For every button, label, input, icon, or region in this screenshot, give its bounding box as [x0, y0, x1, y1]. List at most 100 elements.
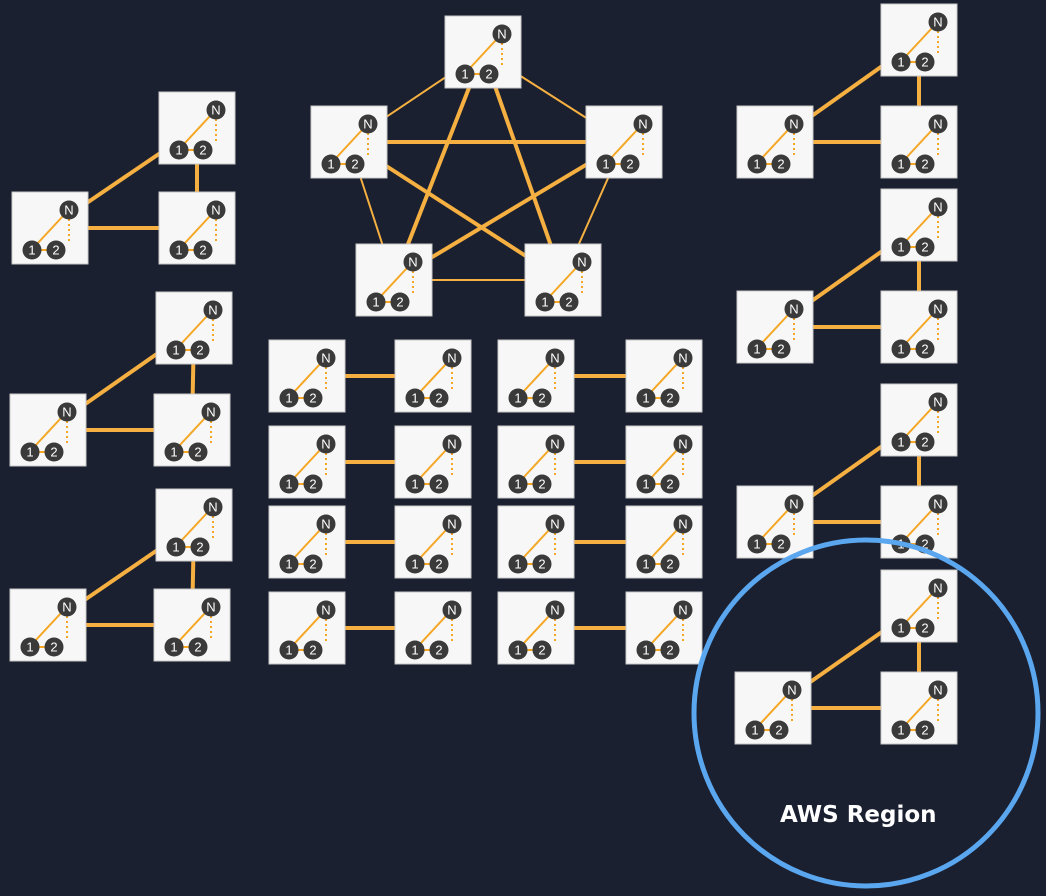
node-circle-n — [633, 114, 653, 134]
link-p1-p3 — [359, 177, 384, 245]
node-circle-1-label: 1 — [642, 391, 649, 406]
node-circle-2 — [915, 52, 935, 72]
node-circle-2-label: 2 — [435, 557, 442, 572]
node-circle-n — [928, 114, 948, 134]
node-circle-2-label: 2 — [921, 240, 928, 255]
node-circle-n — [442, 348, 462, 368]
node-diagonal-link — [178, 612, 206, 642]
node-circle-n — [203, 300, 223, 320]
node-circle-2 — [660, 640, 680, 660]
node-circle-1 — [891, 52, 911, 72]
node-circle-n-label: N — [206, 405, 215, 420]
node-diagonal-link — [293, 529, 321, 559]
node-circle-1-label: 1 — [327, 157, 334, 172]
node-circle-n — [784, 114, 804, 134]
node-circle-n — [442, 600, 462, 620]
link-p0-p3 — [406, 86, 471, 246]
node-circle-n — [358, 114, 378, 134]
node-circle-n — [784, 299, 804, 319]
node-circle-2-label: 2 — [626, 157, 633, 172]
node-circle-n-label: N — [933, 15, 942, 30]
node-circle-n-label: N — [447, 517, 456, 532]
node-circle-1-label: 1 — [175, 143, 182, 158]
node-diagonal-link — [610, 129, 638, 159]
node-circle-2-label: 2 — [435, 391, 442, 406]
node-circle-2 — [620, 154, 640, 174]
node-circle-2 — [44, 637, 64, 657]
node-circle-1 — [405, 554, 425, 574]
node-circle-n — [316, 434, 336, 454]
node-circle-n-label: N — [678, 351, 687, 366]
node-circle-1-label: 1 — [897, 342, 904, 357]
node-circle-2 — [559, 292, 579, 312]
node-circle-n-label: N — [933, 395, 942, 410]
aws-region-label: AWS Region — [780, 802, 937, 828]
node-diagonal-link — [380, 267, 408, 297]
node-circle-1 — [455, 64, 475, 84]
node-circle-n — [673, 514, 693, 534]
node-circle-1 — [169, 140, 189, 160]
node-circle-n-label: N — [933, 302, 942, 317]
node-circle-n-label: N — [447, 603, 456, 618]
node-circle-1 — [279, 640, 299, 660]
node-circle-2-label: 2 — [435, 477, 442, 492]
node-circle-1 — [321, 154, 341, 174]
node-circle-2 — [390, 292, 410, 312]
node-circle-n-label: N — [62, 405, 71, 420]
node-circle-n — [206, 100, 226, 120]
node-circle-1 — [636, 388, 656, 408]
node-circle-1-label: 1 — [172, 540, 179, 555]
node-circle-n-label: N — [321, 351, 330, 366]
node-circle-n — [673, 348, 693, 368]
node-circle-n-label: N — [497, 27, 506, 42]
node-circle-1-label: 1 — [170, 640, 177, 655]
node-circle-2-label: 2 — [351, 157, 358, 172]
node-circle-1-label: 1 — [753, 537, 760, 552]
node-circle-1 — [891, 720, 911, 740]
node-circle-2-label: 2 — [666, 477, 673, 492]
node-circle-n — [316, 600, 336, 620]
node-circle-2-label: 2 — [199, 143, 206, 158]
node-circle-1 — [891, 339, 911, 359]
node-circle-1-label: 1 — [897, 621, 904, 636]
node-circle-2-label: 2 — [777, 157, 784, 172]
node-circle-1-label: 1 — [514, 391, 521, 406]
node-circle-1-label: 1 — [897, 55, 904, 70]
node-diagonal-link — [335, 129, 363, 159]
node-diagonal-link — [761, 314, 789, 344]
node-circle-1-label: 1 — [897, 157, 904, 172]
node-circle-2-label: 2 — [921, 537, 928, 552]
node-circle-n — [545, 600, 565, 620]
node-circle-n-label: N — [789, 497, 798, 512]
aws-region-ring — [691, 537, 1041, 889]
node-circle-2-label: 2 — [565, 295, 572, 310]
node-circle-1 — [405, 474, 425, 494]
node-circle-n — [673, 434, 693, 454]
node-circle-2-label: 2 — [538, 391, 545, 406]
node-circle-2-label: 2 — [485, 67, 492, 82]
node-circle-n-label: N — [211, 203, 220, 218]
node-circle-1 — [747, 339, 767, 359]
link-l1a-l1b — [86, 151, 161, 205]
node-circle-n-label: N — [933, 497, 942, 512]
node-diagonal-link — [180, 315, 208, 345]
node-circle-2 — [429, 474, 449, 494]
node-circle-1 — [596, 154, 616, 174]
node-circle-2-label: 2 — [194, 640, 201, 655]
node-diagonal-link — [905, 314, 933, 344]
node-circle-n — [203, 497, 223, 517]
node-circle-1-label: 1 — [411, 557, 418, 572]
node-circle-n — [442, 434, 462, 454]
node-circle-1 — [747, 154, 767, 174]
